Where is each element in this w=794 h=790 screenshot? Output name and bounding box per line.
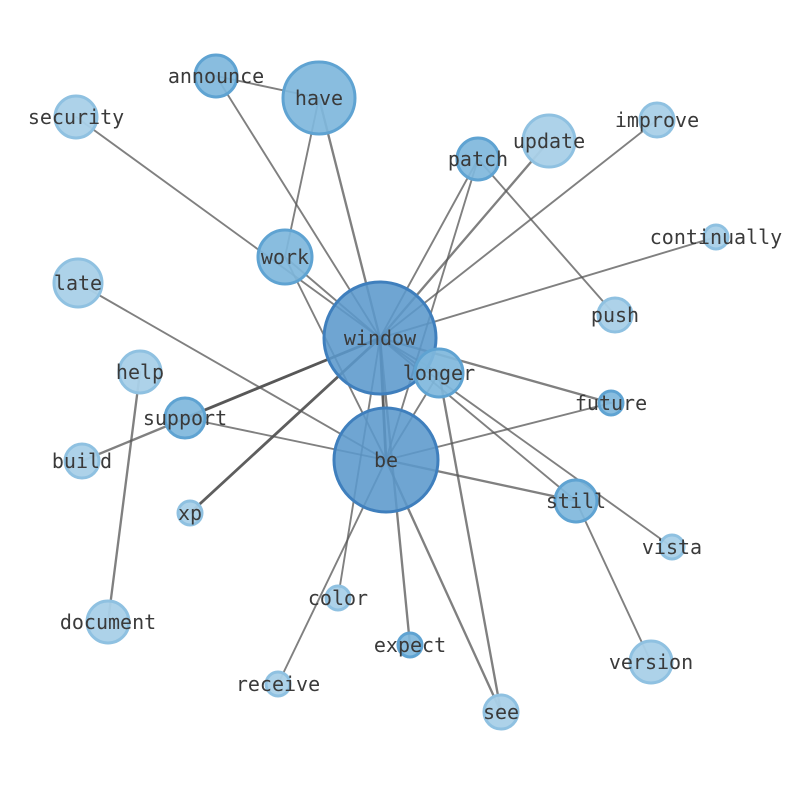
node-label-push: push xyxy=(591,303,639,327)
label-layer: window be have update work longer late document… xyxy=(28,64,782,724)
node-label-still: still xyxy=(546,489,606,513)
node-label-update: update xyxy=(513,129,585,153)
node-label-support: support xyxy=(143,406,227,430)
edge-window-improve xyxy=(379,119,658,339)
node-label-security: security xyxy=(28,105,124,129)
node-improve xyxy=(638,101,676,139)
node-label-vista: vista xyxy=(642,535,702,559)
node-layer xyxy=(52,53,730,731)
node-label-work: work xyxy=(261,245,309,269)
node-longer xyxy=(413,347,465,399)
node-late xyxy=(52,257,104,309)
node-label-xp: xp xyxy=(178,501,202,525)
node-label-color: color xyxy=(308,586,368,610)
edge-help-document xyxy=(106,370,142,624)
node-vista xyxy=(658,533,686,561)
node-label-improve: improve xyxy=(615,108,699,132)
node-label-be: be xyxy=(374,448,398,472)
node-label-window: window xyxy=(344,326,417,350)
node-push xyxy=(596,296,634,334)
node-label-future: future xyxy=(575,391,647,415)
node-update xyxy=(521,113,577,169)
node-label-announce: announce xyxy=(168,64,264,88)
node-security xyxy=(53,94,99,140)
edge-window-continually xyxy=(379,236,717,339)
node-label-build: build xyxy=(52,449,112,473)
node-color xyxy=(324,584,352,612)
node-support xyxy=(163,396,207,440)
node-label-have: have xyxy=(295,86,343,110)
node-patch xyxy=(455,136,501,182)
node-window xyxy=(322,280,438,396)
node-label-receive: receive xyxy=(236,672,320,696)
edge-still-version xyxy=(575,500,652,663)
edge-window-security xyxy=(75,116,381,339)
node-help xyxy=(117,349,163,395)
edge-longer-see xyxy=(437,371,503,714)
node-label-patch: patch xyxy=(448,147,508,171)
node-build xyxy=(63,442,101,480)
node-expect xyxy=(396,631,424,659)
node-xp xyxy=(176,499,204,527)
node-label-continually: continually xyxy=(650,225,782,249)
node-have xyxy=(281,60,357,136)
node-label-longer: longer xyxy=(403,361,475,385)
node-see xyxy=(482,693,520,731)
node-label-expect: expect xyxy=(374,633,446,657)
node-label-late: late xyxy=(54,271,102,295)
edge-patch-push xyxy=(477,158,616,316)
node-label-help: help xyxy=(116,360,164,384)
node-still xyxy=(553,478,599,524)
node-label-version: version xyxy=(609,650,693,674)
node-label-document: document xyxy=(60,610,156,634)
node-label-see: see xyxy=(483,700,519,724)
node-be xyxy=(332,406,440,514)
node-work xyxy=(256,228,314,286)
node-announce xyxy=(193,53,239,99)
edge-be-late xyxy=(77,282,387,461)
node-document xyxy=(85,599,131,645)
node-version xyxy=(628,639,674,685)
node-receive xyxy=(264,670,292,698)
node-future xyxy=(597,389,625,417)
node-continually xyxy=(702,223,730,251)
